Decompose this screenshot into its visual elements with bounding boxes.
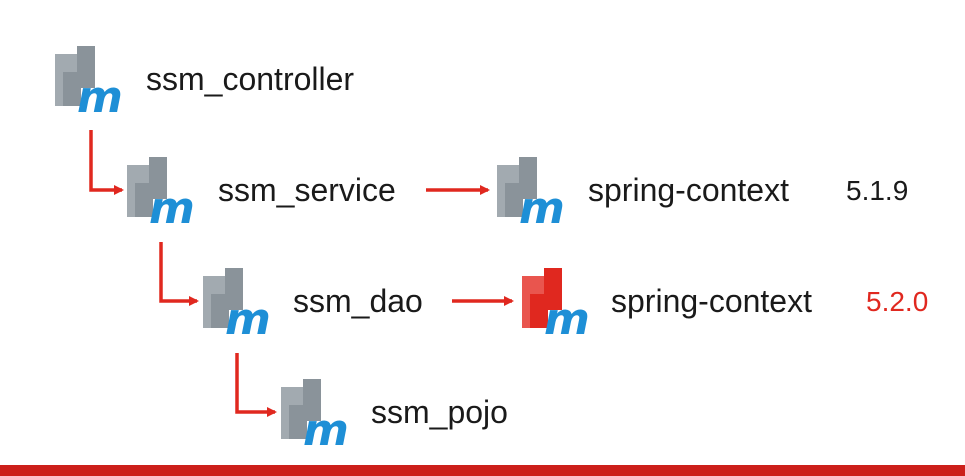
maven-conflict-icon: m: [522, 268, 590, 345]
document-fold: [203, 276, 225, 328]
document-fold: [281, 387, 303, 439]
module-label-dao: ssm_dao: [293, 283, 423, 319]
maven-module-icon: m: [203, 268, 271, 345]
document-fold: [522, 276, 544, 328]
bottom-accent-bar: [0, 465, 965, 476]
maven-module-icon: m: [127, 157, 195, 234]
maven-letter: m: [519, 183, 565, 234]
document-fold: [497, 165, 519, 217]
document-fold: [55, 54, 77, 106]
dependency-version-service: 5.1.9: [846, 175, 909, 206]
maven-letter: m: [149, 183, 195, 234]
connector-controller-to-service: [89, 130, 124, 195]
dependency-label-dao: spring-context: [611, 283, 812, 319]
module-label-pojo: ssm_pojo: [371, 394, 508, 430]
maven-module-icon: m: [55, 46, 123, 123]
document-fold: [127, 165, 149, 217]
maven-module-icon: m: [281, 379, 349, 456]
maven-module-icon: m: [497, 157, 565, 234]
module-label-service: ssm_service: [218, 172, 396, 208]
dependency-version-dao-conflict: 5.2.0: [866, 286, 929, 317]
maven-letter: m: [544, 294, 590, 345]
connector-service-to-dao: [159, 242, 199, 306]
maven-letter: m: [77, 72, 123, 123]
module-label-controller: ssm_controller: [146, 61, 355, 97]
connector-dao-to-pojo: [235, 353, 277, 417]
maven-letter: m: [225, 294, 271, 345]
maven-letter: m: [303, 405, 349, 456]
dependency-label-service: spring-context: [588, 172, 789, 208]
